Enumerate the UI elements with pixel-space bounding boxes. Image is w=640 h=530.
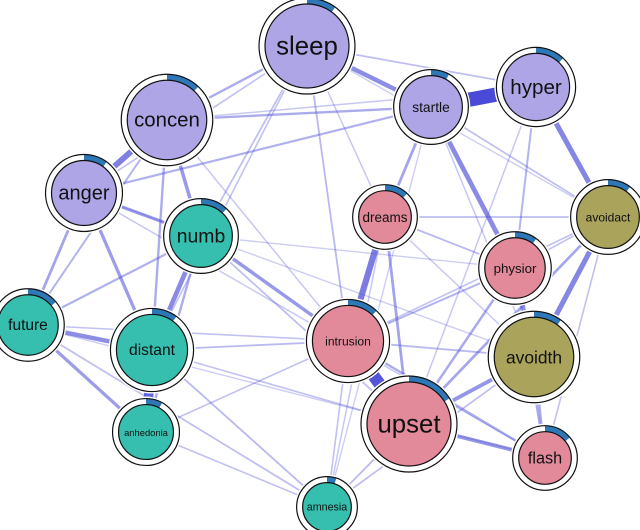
node-outer-outline <box>163 198 239 274</box>
node-label: flash <box>528 450 562 468</box>
node-label: sleep <box>276 33 338 61</box>
node-outer-outline <box>393 69 469 145</box>
node-ring-arc <box>83 154 107 167</box>
node-label: intrusion <box>325 335 371 349</box>
node-outer-outline <box>570 179 640 255</box>
node-outer-outline <box>120 73 214 167</box>
node-disc <box>311 304 385 378</box>
node-disc <box>117 403 175 461</box>
node-outer-outline <box>487 310 581 404</box>
node-concen[interactable]: concen <box>119 72 215 168</box>
node-ring-arc <box>326 476 337 484</box>
edge-sleep-distant <box>151 45 308 351</box>
node-distant[interactable]: distant <box>108 306 196 394</box>
edge-numb-physior <box>200 235 516 269</box>
node-ring-arc <box>384 184 408 198</box>
node-disc <box>358 190 412 244</box>
node-outer-outline <box>109 307 195 393</box>
node-outer-outline <box>111 397 181 467</box>
node-amnesia[interactable]: amnesia <box>294 474 360 530</box>
node-outer-outline <box>495 46 577 128</box>
node-intrusion[interactable]: intrusion <box>304 297 392 385</box>
node-flash[interactable]: flash <box>510 423 580 493</box>
node-disc <box>366 381 452 467</box>
node-disc <box>0 294 59 356</box>
node-hyper[interactable]: hyper <box>494 45 578 129</box>
node-anhedonia[interactable]: anhedonia <box>110 396 182 468</box>
node-disc <box>518 431 572 485</box>
node-disc <box>126 79 208 161</box>
node-label: numb <box>177 226 226 248</box>
node-outer-outline <box>296 476 358 530</box>
edge-hyper-upset <box>408 86 537 425</box>
node-outer-outline <box>360 375 458 473</box>
node-label: physior <box>494 261 537 276</box>
node-avoidact[interactable]: avoidact <box>568 177 640 257</box>
node-future[interactable]: future <box>0 286 67 364</box>
node-numb[interactable]: numb <box>161 196 241 276</box>
node-label: future <box>8 317 48 334</box>
node-disc <box>493 316 575 398</box>
node-anger[interactable]: anger <box>43 152 125 234</box>
node-avoidth[interactable]: avoidth <box>486 309 582 405</box>
node-ring-arc <box>200 198 227 214</box>
node-disc <box>169 204 233 268</box>
node-label: concen <box>134 110 200 132</box>
node-disc <box>399 75 463 139</box>
edge-startle-amnesia <box>326 106 432 508</box>
node-outer-outline <box>478 231 552 305</box>
node-label: hyper <box>510 76 562 99</box>
node-ring-arc <box>306 0 336 13</box>
node-outer-outline <box>258 0 356 95</box>
node-disc <box>264 3 350 89</box>
node-disc <box>50 159 118 227</box>
node-disc <box>302 482 352 530</box>
node-ring-arc <box>535 47 564 63</box>
node-ring-arc <box>347 299 377 316</box>
node-outer-outline <box>44 153 124 233</box>
node-label: avoidth <box>506 348 562 368</box>
node-disc <box>115 313 189 387</box>
node-label: avoidact <box>586 211 631 225</box>
node-ring-arc <box>533 311 561 325</box>
node-outer-outline <box>352 184 418 250</box>
node-dreams[interactable]: dreams <box>350 182 420 252</box>
node-disc <box>501 52 571 122</box>
node-disc <box>576 185 640 249</box>
node-label: anger <box>58 183 109 205</box>
node-label: dreams <box>362 210 407 225</box>
node-ring-arc <box>27 288 56 306</box>
node-ring-arc <box>514 231 537 244</box>
node-outer-outline <box>512 425 578 491</box>
node-label: distant <box>129 342 176 359</box>
node-ring-arc <box>430 69 449 80</box>
node-outer-outline <box>305 298 391 384</box>
node-label: amnesia <box>307 502 347 514</box>
node-startle[interactable]: startle <box>391 67 471 147</box>
node-ring-arc <box>145 398 163 409</box>
node-outer-outline <box>0 288 65 362</box>
node-ring-arc <box>544 425 570 442</box>
node-sleep[interactable]: sleep <box>257 0 357 96</box>
node-physior[interactable]: physior <box>476 229 554 307</box>
node-upset[interactable]: upset <box>359 374 459 474</box>
edge-anger-startle <box>83 105 432 195</box>
node-label: startle <box>412 100 450 115</box>
edge-avoidact-intrusion <box>347 216 609 342</box>
node-ring-arc <box>607 179 630 192</box>
node-label: anhedonia <box>124 427 169 438</box>
node-ring-arc <box>408 376 450 402</box>
node-ring-arc <box>151 308 177 322</box>
node-label: upset <box>377 411 440 439</box>
node-ring-arc <box>166 74 199 92</box>
node-disc <box>484 237 546 299</box>
